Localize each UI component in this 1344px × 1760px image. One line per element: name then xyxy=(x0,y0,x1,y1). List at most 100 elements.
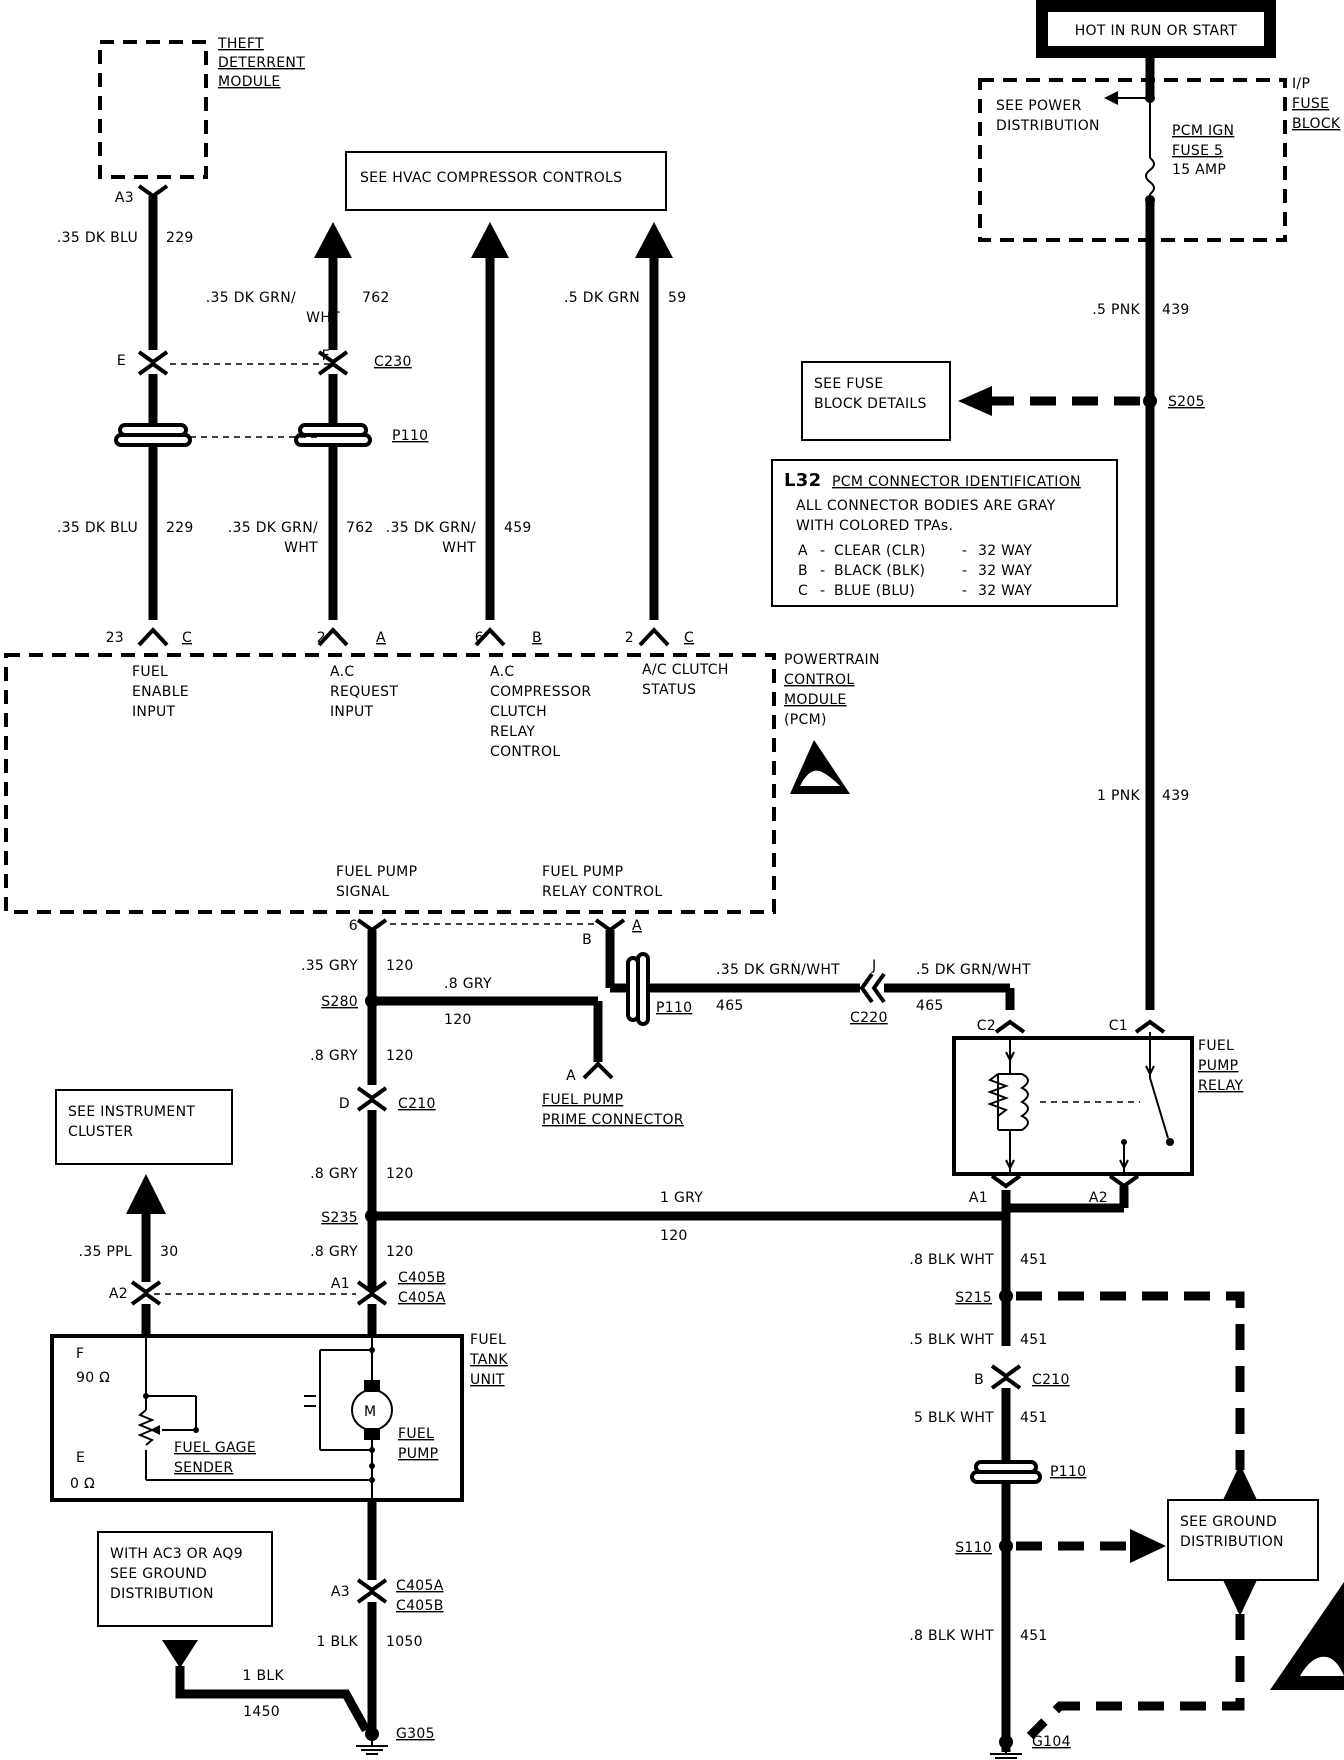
fuel-tank-label-2: TANK xyxy=(469,1352,508,1368)
pin-e-c230: E xyxy=(117,353,126,369)
wire-1050-circuit: 1050 xyxy=(386,1634,423,1650)
arrow-59-icon xyxy=(635,222,673,258)
connector-id-row-a-dash: - xyxy=(962,543,967,559)
pcm-ac-request-1: A.C xyxy=(330,664,354,680)
power-source-label: HOT IN RUN OR START xyxy=(1075,23,1238,39)
connector-c405b2-label: C405B xyxy=(396,1598,444,1614)
wire-1450 xyxy=(175,1666,370,1733)
fuse-block-details-2: BLOCK DETAILS xyxy=(814,396,927,412)
with-ac3-box xyxy=(97,1531,273,1627)
ground-g104-icon xyxy=(990,1742,1022,1759)
splice-s205 xyxy=(1143,394,1157,408)
with-ac3-2: SEE GROUND xyxy=(110,1566,207,1582)
splice-s215-label: S215 xyxy=(955,1290,992,1306)
fuel-pump-relay-box xyxy=(952,1036,1194,1176)
ground-distribution-2: DISTRIBUTION xyxy=(1180,1534,1284,1550)
fuse-block-details-arrow-icon xyxy=(958,386,992,416)
connector-id-note-2: WITH COLORED TPAs. xyxy=(796,518,953,534)
pin-c-ac-clutch: C xyxy=(684,630,694,646)
wire-30-circuit: 30 xyxy=(160,1244,178,1260)
connector-id-row-b-letter: B xyxy=(798,563,808,579)
pin-a2-relay: A2 xyxy=(1089,1190,1108,1206)
wire-459-circuit: 459 xyxy=(504,520,532,536)
wire-451d-color: .8 BLK WHT xyxy=(909,1628,994,1644)
p110-grommet-229 xyxy=(114,423,192,447)
wire-120d-color: .8 GRY xyxy=(310,1166,358,1182)
pcm-fuel-pump-relay-control-2: RELAY CONTROL xyxy=(542,884,662,900)
ground-g305-label: G305 xyxy=(396,1726,435,1742)
wire-451b-color: .5 BLK WHT xyxy=(909,1332,994,1348)
pin-23: 23 xyxy=(106,630,124,646)
wire-465b-color: .5 DK GRN/WHT xyxy=(916,962,1031,978)
pin-b-c210: B xyxy=(974,1372,984,1388)
pcm-ac-clutch-status-1: A/C CLUTCH xyxy=(642,662,729,678)
relay-coil-icon xyxy=(987,1040,1029,1172)
esd-warning-icon xyxy=(790,740,850,794)
ground-arrow-1450-icon xyxy=(162,1640,198,1668)
sender-e-pin: E xyxy=(76,1450,85,1466)
wire-465b-circuit: 465 xyxy=(916,998,944,1014)
connector-id-row-c-letter: C xyxy=(798,583,808,599)
connector-id-note-1: ALL CONNECTOR BODIES ARE GRAY xyxy=(796,498,1056,514)
hvac-box xyxy=(345,151,667,211)
splice-s215 xyxy=(999,1289,1013,1303)
fuse-block-label-3: BLOCK xyxy=(1292,116,1341,132)
wire-465a-color: .35 DK GRN/WHT xyxy=(716,962,840,978)
connector-id-row-b-name: BLACK (BLK) xyxy=(834,563,925,579)
pin-a1-relay: A1 xyxy=(969,1190,988,1206)
fuel-tank-unit-box xyxy=(50,1334,464,1502)
wire-30-color: .35 PPL xyxy=(79,1244,133,1260)
pcm-ac-request-3: INPUT xyxy=(330,704,373,720)
connector-p110-label: P110 xyxy=(392,428,428,444)
wire-120a-circuit: 120 xyxy=(386,958,414,974)
pin-c2-relay: C2 xyxy=(977,1018,996,1034)
pin-a1-c405: A1 xyxy=(331,1276,350,1292)
connector-id-code: L32 xyxy=(784,470,821,491)
wire-451c-color: 5 BLK WHT xyxy=(914,1410,994,1426)
pcm-fuel-enable-1: FUEL xyxy=(132,664,168,680)
wire-1450-color: 1 BLK xyxy=(243,1668,285,1684)
ground-distribution-1: SEE GROUND xyxy=(1180,1514,1277,1530)
ground-arrow-up-icon xyxy=(1223,1464,1257,1500)
relay-label-1: FUEL xyxy=(1198,1038,1234,1054)
wire-439b-color: 1 PNK xyxy=(1097,788,1140,804)
pcm-ac-clutch-status-2: STATUS xyxy=(642,682,696,698)
fuel-pump-label-2: PUMP xyxy=(398,1446,438,1462)
pin-2-ac-clutch: 2 xyxy=(625,630,634,646)
see-power-label-2: DISTRIBUTION xyxy=(996,118,1100,134)
fuel-gage-sender-icon xyxy=(137,1338,372,1481)
wire-762a-color-2: WHT xyxy=(306,310,340,326)
wire-120a-color: .35 GRY xyxy=(301,958,358,974)
pin-6-fuel-pump-signal: 6 xyxy=(349,918,358,934)
wire-459-color-2: WHT xyxy=(442,540,476,556)
wire-451d-circuit: 451 xyxy=(1020,1628,1048,1644)
sender-f-pin: F xyxy=(76,1346,84,1362)
pcm-fuel-pump-signal-2: SIGNAL xyxy=(336,884,390,900)
connector-id-row-a-sep: - xyxy=(820,543,825,559)
wire-120e-circuit: 120 xyxy=(386,1244,414,1260)
wire-439a-circuit: 439 xyxy=(1162,302,1190,318)
pin-b-fuel-pump-relay: B xyxy=(582,932,592,948)
connector-id-row-c-sep: - xyxy=(820,583,825,599)
instrument-cluster-box xyxy=(55,1089,233,1165)
pcm-ac-compressor-2: COMPRESSOR xyxy=(490,684,591,700)
splice-s205-label: S205 xyxy=(1168,394,1205,410)
pcm-fuel-pump-relay-control-1: FUEL PUMP xyxy=(542,864,623,880)
theft-label-3: MODULE xyxy=(218,74,281,90)
wire-229b-circuit: 229 xyxy=(166,520,194,536)
pcm-fuel-enable-2: ENABLE xyxy=(132,684,189,700)
connector-c405a-label: C405A xyxy=(398,1290,446,1306)
wire-439b-circuit: 439 xyxy=(1162,788,1190,804)
wire-451c-circuit: 451 xyxy=(1020,1410,1048,1426)
pcm-label-2: CONTROL xyxy=(784,672,854,688)
connector-c210b-label: C210 xyxy=(1032,1372,1070,1388)
wire-229a-color: .35 DK BLU xyxy=(57,230,138,246)
connector-id-row-a-name: CLEAR (CLR) xyxy=(834,543,926,559)
pin-a3-c405: A3 xyxy=(331,1584,350,1600)
instrument-cluster-1: SEE INSTRUMENT xyxy=(68,1104,195,1120)
wire-762a-circuit: 762 xyxy=(362,290,390,306)
connector-id-row-b-sep: - xyxy=(820,563,825,579)
connector-id-box xyxy=(771,459,1118,607)
connector-id-row-a-letter: A xyxy=(798,543,808,559)
